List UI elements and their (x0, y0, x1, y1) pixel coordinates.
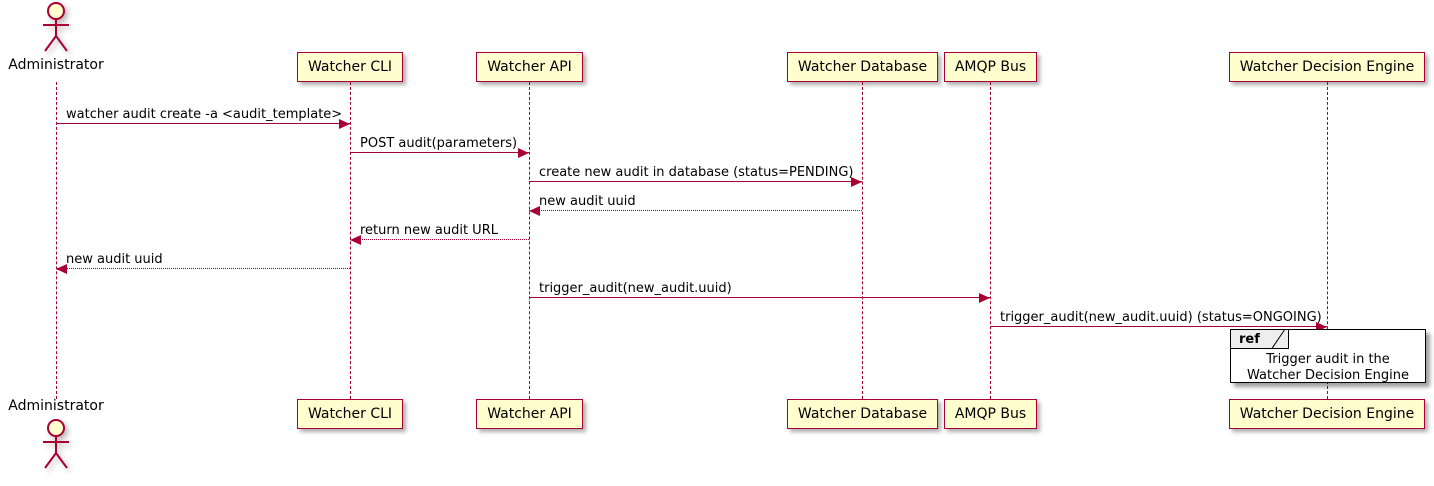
message-label-m2: POST audit(parameters) (360, 136, 518, 151)
participant-watcher-cli-bottom[interactable]: Watcher CLI (297, 399, 403, 429)
participant-watcher-api-bottom[interactable]: Watcher API (476, 399, 583, 429)
actor-figure-icon (43, 2, 69, 52)
message-line-m5 (350, 239, 529, 240)
message-label-m8: trigger_audit(new_audit.uuid) (status=ON… (1000, 310, 1322, 325)
message-arrowhead-m1 (339, 119, 350, 129)
participant-label: AMQP Bus (954, 406, 1027, 422)
actor-label: Administrator (8, 398, 104, 414)
actor-administrator-top: Administrator (8, 2, 104, 72)
message-line-m7 (529, 297, 990, 298)
actor-figure-icon (43, 419, 69, 469)
message-label-m6: new audit uuid (66, 252, 163, 267)
actor-administrator-bottom: Administrator (8, 399, 104, 469)
participant-watcher-database-bottom[interactable]: Watcher Database (787, 399, 938, 429)
message-arrowhead-m2 (518, 148, 529, 158)
lifeline-watcher-decision-engine (1327, 82, 1328, 399)
message-arrowhead-m3 (851, 177, 862, 187)
participant-label: Watcher Database (797, 59, 928, 75)
participant-label: Watcher API (487, 59, 572, 75)
lifeline-administrator (56, 82, 57, 399)
message-arrowhead-m7 (979, 293, 990, 303)
message-arrowhead-m4 (529, 206, 540, 216)
lifeline-amqp-bus (990, 82, 991, 399)
message-line-m2 (350, 152, 529, 153)
participant-label: Watcher Database (797, 406, 928, 422)
participant-label: Watcher API (487, 406, 572, 422)
participant-watcher-api-top[interactable]: Watcher API (476, 52, 583, 82)
message-arrowhead-m8 (1316, 322, 1327, 332)
actor-label: Administrator (8, 57, 104, 73)
message-line-m3 (529, 181, 862, 182)
participant-label: AMQP Bus (954, 59, 1027, 75)
participant-label: Watcher CLI (307, 59, 393, 75)
message-line-m8 (990, 326, 1327, 327)
message-line-m1 (56, 123, 350, 124)
message-arrowhead-m5 (350, 235, 361, 245)
participant-label: Watcher Decision Engine (1239, 59, 1415, 75)
message-label-m4: new audit uuid (539, 194, 636, 209)
lifeline-watcher-database (862, 82, 863, 399)
message-label-m7: trigger_audit(new_audit.uuid) (539, 281, 732, 296)
ref-block-line: Watcher Decision Engine (1247, 368, 1409, 383)
participant-watcher-cli-top[interactable]: Watcher CLI (297, 52, 403, 82)
message-label-m1: watcher audit create -a <audit_template> (66, 107, 343, 122)
message-label-m5: return new audit URL (360, 223, 498, 238)
ref-block-tag-notch (1272, 330, 1285, 349)
participant-amqp-bus-bottom[interactable]: AMQP Bus (944, 399, 1037, 429)
message-line-m6 (56, 268, 350, 269)
participant-watcher-decision-engine-bottom[interactable]: Watcher Decision Engine (1229, 399, 1425, 429)
participant-label: Watcher CLI (307, 406, 393, 422)
lifeline-watcher-api (529, 82, 530, 399)
participant-label: Watcher Decision Engine (1239, 406, 1415, 422)
message-label-m3: create new audit in database (status=PEN… (539, 165, 854, 180)
participant-amqp-bus-top[interactable]: AMQP Bus (944, 52, 1037, 82)
participant-watcher-decision-engine-top[interactable]: Watcher Decision Engine (1229, 52, 1425, 82)
ref-block-line: Trigger audit in the (1266, 352, 1390, 367)
participant-watcher-database-top[interactable]: Watcher Database (787, 52, 938, 82)
message-line-m4 (529, 210, 862, 211)
message-arrowhead-m6 (56, 264, 67, 274)
